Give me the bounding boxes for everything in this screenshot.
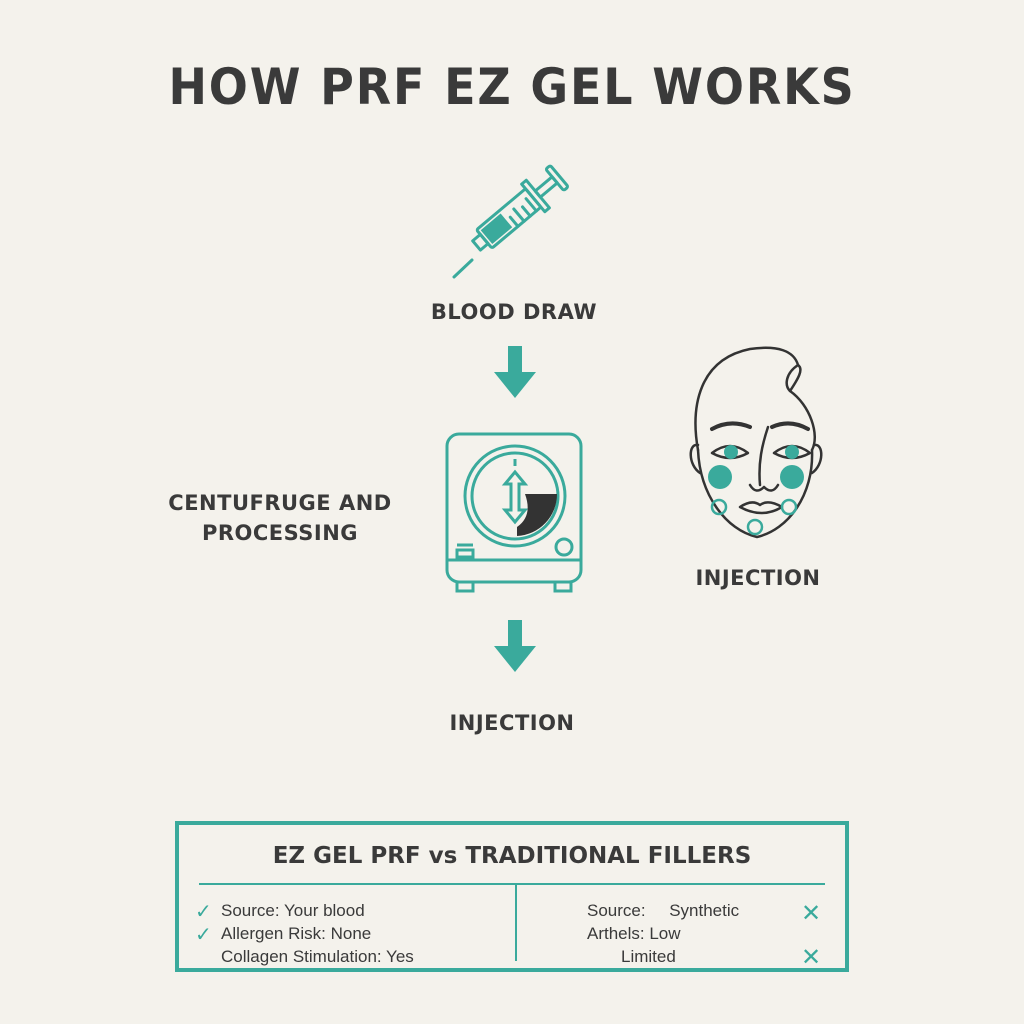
face-label-injection: INJECTION — [695, 566, 821, 590]
down-arrow-icon — [494, 346, 536, 398]
left-row-allergen: Allergen Risk: None — [221, 924, 372, 943]
step-label-injection: INJECTION — [449, 711, 575, 735]
step-label-centrifuge-line1: CENTUFRUGE AND — [168, 491, 392, 515]
comparison-title: EZ GEL PRF vs TRADITIONAL FILLERS — [272, 843, 752, 869]
comparison-divider-vertical — [515, 883, 517, 961]
check-icon: ✓ — [195, 901, 212, 923]
left-row-source: Source: Your blood — [221, 901, 365, 920]
comparison-box: EZ GEL PRF vs TRADITIONAL FILLERS ✓ Sour… — [175, 821, 849, 972]
syringe-icon — [452, 164, 569, 279]
step-label-centrifuge: CENTUFRUGE AND PROCESSING — [140, 488, 420, 548]
left-row-collagen: Collagen Stimulation: Yes — [221, 947, 414, 966]
right-row-limited: Limited — [621, 947, 676, 966]
page-title: HOW PRF EZ GEL WORKS — [168, 58, 856, 116]
x-icon: ✕ — [801, 944, 822, 971]
right-row-arthels: Arthels: Low — [587, 924, 681, 943]
centrifuge-icon — [445, 432, 583, 593]
right-row-source: Source: Synthetic — [587, 901, 740, 920]
step-label-blood-draw: BLOOD DRAW — [430, 300, 598, 324]
face-icon — [689, 346, 823, 539]
check-icon: ✓ — [195, 924, 212, 946]
down-arrow-icon — [494, 620, 536, 672]
comparison-divider-horizontal — [199, 883, 825, 885]
x-icon: ✕ — [801, 900, 822, 927]
step-label-centrifuge-line2: PROCESSING — [201, 521, 359, 545]
